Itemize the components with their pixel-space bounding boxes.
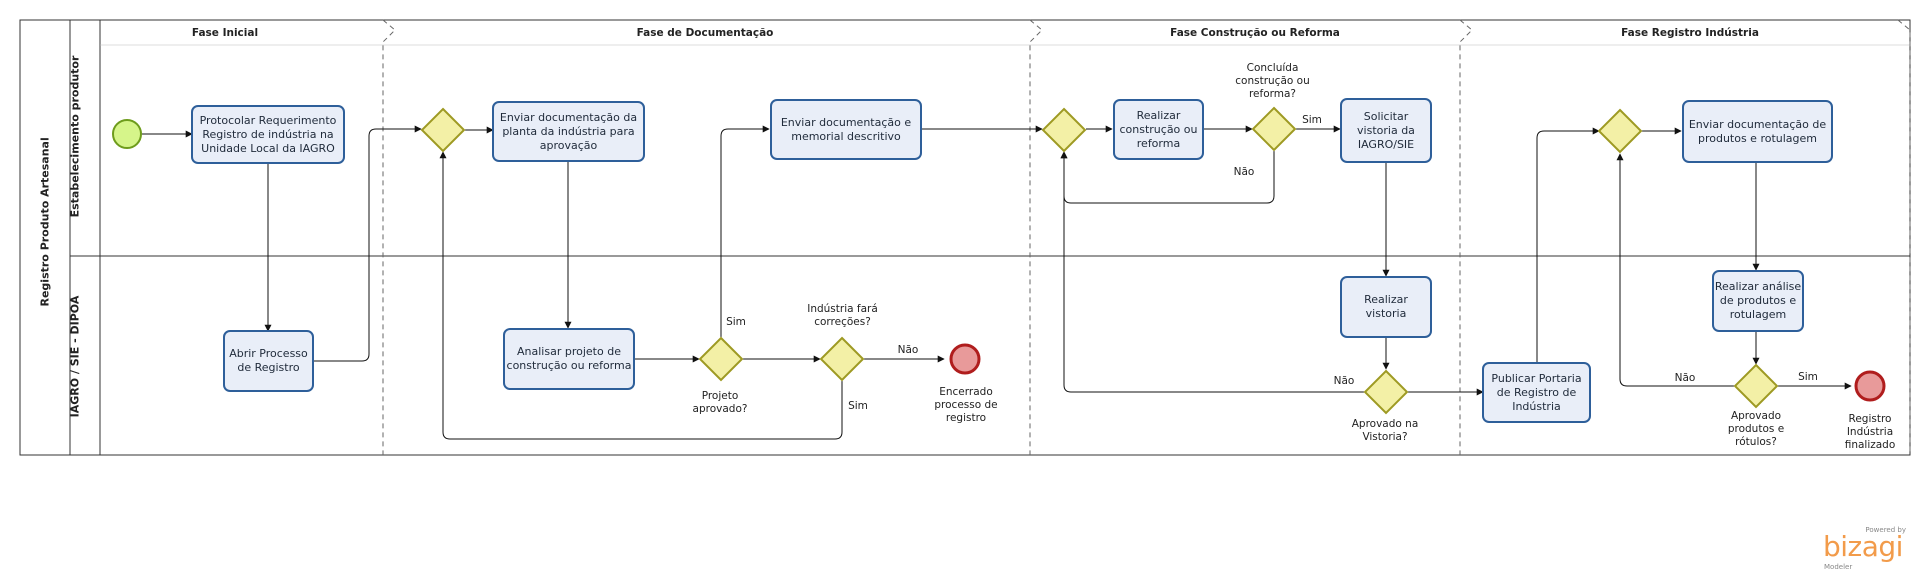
task-box-t10: [1682, 100, 1833, 163]
pool-frame: [19, 19, 1911, 456]
lane-title-iagro: IAGRO / SIE - DIPOA: [68, 295, 82, 418]
task-enviar-documentacao-produtos: Enviar documentação de produtos e rotula…: [1688, 117, 1827, 145]
task-realizar-construcao: Realizar construção ou reforma: [1119, 108, 1198, 150]
task-box-t11: [1712, 270, 1804, 332]
lane-title-produtor: Estabelecimento produtor: [68, 55, 82, 218]
end-event-label-encerrado: Encerrado processo de registro: [934, 386, 998, 424]
flow-label-concluida-sim: Sim: [1302, 114, 1322, 126]
phase-separators: [382, 19, 1911, 455]
task-realizar-analise-produtos: Realizar análise de produtos e rotulagem: [1714, 280, 1802, 321]
flow-label-correcoes-nao: Não: [897, 344, 919, 356]
task-box-t9: [1482, 362, 1591, 423]
task-analisar-projeto: Analisar projeto de construção ou reform…: [506, 345, 632, 372]
task-box-t6: [1113, 99, 1204, 160]
bizagi-logo: Powered by bizagi Modeler: [1820, 526, 1920, 574]
gateway-correcoes: [819, 336, 865, 382]
modeler-text: Modeler: [1824, 563, 1853, 571]
gateway-label-projeto-aprovado: Projeto aprovado?: [692, 390, 748, 415]
task-enviar-documentacao-planta: Enviar documentação da planta da indústr…: [499, 110, 638, 152]
task-box-t2: [223, 330, 314, 392]
task-box-t8: [1340, 276, 1432, 338]
phase-title-inicial: Fase Inicial: [191, 27, 259, 39]
gateway-label-aprovado-vistoria: Aprovado na Vistoria?: [1351, 418, 1419, 443]
gateway-aprovado-produtos: [1733, 363, 1779, 409]
task-protocolar-requerimento: Protocolar Requerimento Registro de indú…: [199, 113, 337, 155]
task-abrir-processo: Abrir Processo de Registro: [229, 347, 308, 374]
flow-label-produtos-sim: Sim: [1798, 371, 1818, 383]
gateway-concluida: [1251, 106, 1297, 152]
gateway-shapes: [420, 106, 1779, 415]
gateway-merge-produtos: [1597, 108, 1643, 154]
task-solicitar-vistoria: Solicitar vistoria da IAGRO/SIE: [1357, 109, 1415, 151]
flow-label-produtos-nao: Não: [1674, 372, 1696, 384]
bizagi-wordmark: bizagi: [1823, 530, 1903, 563]
flow-label-projeto-sim: Sim: [726, 316, 746, 328]
sequence-flows: [142, 125, 1852, 440]
phase-title-registro: Fase Registro Indústria: [1621, 27, 1759, 39]
gateway-label-correcoes: Indústria fará correções?: [807, 303, 878, 328]
gateway-label-aprovado-produtos: Aprovado produtos e rótulos?: [1727, 410, 1785, 448]
task-realizar-vistoria: Realizar vistoria: [1364, 293, 1408, 320]
flow-label-correcoes-sim: Sim: [848, 400, 868, 412]
start-event: [112, 119, 142, 149]
gateway-aprovado-vistoria: [1363, 369, 1409, 415]
task-box-t7: [1340, 98, 1432, 163]
flow-label-vistoria-nao: Não: [1333, 375, 1355, 387]
powered-by-text: Powered by: [1865, 526, 1906, 534]
flow-label-concluida-nao: Não: [1233, 166, 1255, 178]
task-box-t5: [770, 99, 922, 160]
task-shapes: [191, 98, 1833, 423]
task-box-t1: [191, 105, 345, 164]
task-enviar-memorial: Enviar documentação e memorial descritiv…: [780, 115, 912, 143]
end-event-label-finalizado: Registro Indústria finalizado: [1844, 413, 1896, 451]
gateway-label-concluida: Concluída construção ou reforma?: [1235, 62, 1310, 100]
end-event-encerrado: [949, 343, 981, 375]
phase-title-construcao: Fase Construção ou Reforma: [1170, 27, 1340, 39]
end-event-finalizado: [1854, 370, 1886, 402]
gateway-projeto-aprovado: [698, 336, 744, 382]
task-publicar-portaria: Publicar Portaria de Registro de Indústr…: [1491, 371, 1582, 413]
task-box-t3: [492, 101, 645, 162]
task-box-t4: [503, 328, 635, 390]
phase-title-documentacao: Fase de Documentação: [636, 27, 774, 39]
gateway-merge-construcao: [1041, 107, 1087, 153]
gateway-planta: [420, 107, 466, 153]
pool-title: Registro Produto Artesanal: [38, 137, 52, 307]
